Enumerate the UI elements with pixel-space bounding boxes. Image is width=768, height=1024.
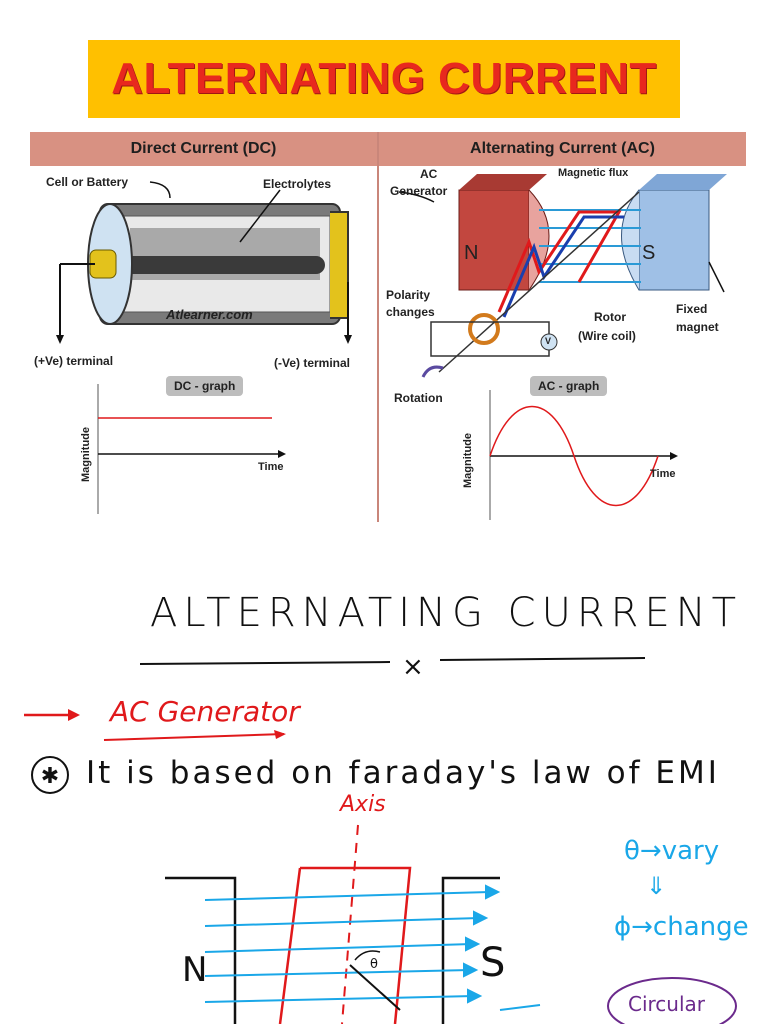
electrolytes-label: Electrolytes — [263, 177, 332, 191]
banner-title: ALTERNATING CURRENT — [111, 54, 657, 103]
cell-battery-label: Cell or Battery — [46, 175, 129, 189]
star-bullet-icon: ✱ — [31, 756, 69, 794]
rotation-label: Rotation — [394, 391, 443, 405]
dc-graph-title: DC - graph — [166, 376, 244, 396]
pole-s: S — [642, 242, 656, 264]
subheading-underline — [103, 730, 286, 741]
dc-ac-infographic: Direct Current (DC) Alternating Current … — [30, 132, 746, 522]
magnet-label: magnet — [676, 320, 719, 334]
generator-label: Generator — [390, 184, 448, 198]
dc-graph — [97, 384, 286, 514]
axis-label: Axis — [340, 792, 386, 817]
generator-sketch — [165, 824, 541, 1024]
dc-x-axis-label: Time — [258, 461, 284, 473]
circled-note: Circular — [628, 992, 706, 1016]
ac-graph — [489, 390, 678, 520]
ac-generator-illustration — [398, 174, 727, 378]
notes-heading-underline — [139, 657, 646, 665]
side-note-change: ϕ→change — [614, 912, 749, 942]
polarity-label: Polarity — [386, 288, 431, 302]
ac-label: AC — [420, 167, 438, 181]
side-note-implies: ⇓ — [646, 872, 667, 900]
column-divider — [377, 132, 379, 522]
angle-theta: θ — [370, 957, 378, 972]
ac-x-axis-label: Time — [650, 468, 676, 480]
battery-illustration — [56, 181, 352, 344]
notes-separator: × — [402, 652, 424, 682]
sketch-pole-n: N — [182, 950, 208, 990]
title-banner: ALTERNATING CURRENT — [88, 40, 680, 118]
wire-coil-label: (Wire coil) — [578, 329, 636, 343]
red-arrow — [24, 709, 80, 721]
changes-label: changes — [386, 305, 435, 319]
sketch-pole-s: S — [480, 940, 506, 986]
watermark-text: Atlearner.com — [166, 307, 253, 322]
pole-n: N — [464, 242, 479, 264]
dc-y-axis-label: Magnitude — [80, 427, 92, 482]
voltmeter-label: V — [545, 336, 552, 346]
rotor-label: Rotor — [594, 310, 626, 324]
fixed-label: Fixed — [676, 302, 708, 316]
svg-text:✱: ✱ — [41, 764, 59, 789]
circled-note-outline — [607, 977, 737, 1024]
ac-graph-title: AC - graph — [530, 376, 608, 396]
ac-y-axis-label: Magnitude — [462, 433, 474, 488]
side-note-vary: θ→vary — [624, 836, 720, 866]
pos-terminal-label: (+Ve) terminal — [34, 354, 114, 368]
neg-terminal-label: (-Ve) terminal — [274, 356, 351, 370]
notes-heading: ALTERNATING CURRENT — [150, 590, 743, 636]
ac-header: Alternating Current (AC) — [379, 132, 746, 166]
notes-star-line: It is based on faraday's law of EMI — [86, 755, 720, 791]
dc-header: Direct Current (DC) — [30, 132, 377, 166]
notes-subheading: AC Generator — [110, 695, 300, 728]
magnetic-flux-label: Magnetic flux — [558, 167, 629, 179]
